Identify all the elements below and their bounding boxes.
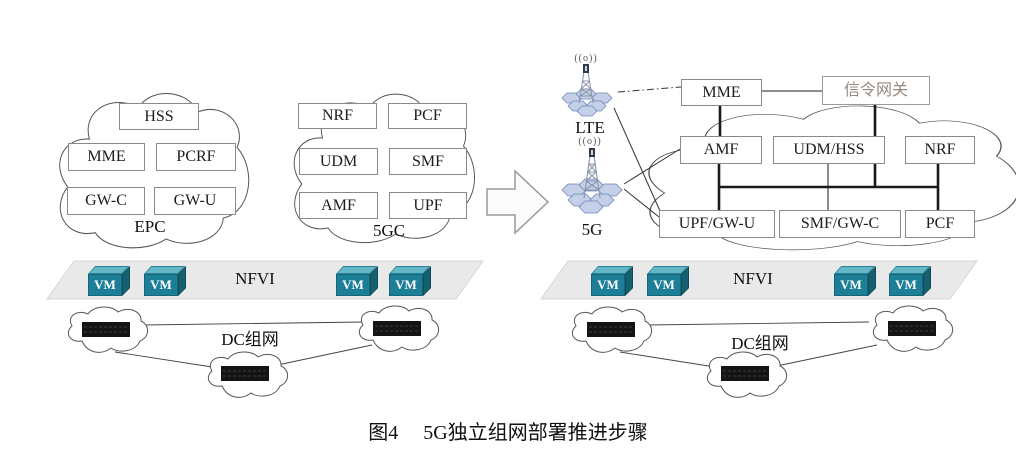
dc-links-right — [619, 321, 878, 368]
node-pcf: PCF — [905, 210, 975, 238]
node-amf-5gc: AMF — [299, 192, 378, 219]
fiveg-signal-icon: ((o)) — [578, 136, 602, 147]
vm-cube-front: VM — [336, 274, 370, 296]
vm-cube: VM — [889, 266, 931, 296]
node-mme-epc: MME — [68, 143, 145, 171]
vm-cube-front: VM — [144, 274, 178, 296]
fiveg-label: 5G — [581, 219, 603, 239]
vm-cube: VM — [389, 266, 431, 296]
dc-cloud-right-1 — [571, 306, 653, 353]
vm-cube-front: VM — [88, 274, 122, 296]
dc-cloud-left-3 — [207, 351, 289, 398]
node-upf-gwu: UPF/GW-U — [659, 210, 775, 238]
node-nrf: NRF — [905, 136, 975, 164]
dc-label-right: DC组网 — [731, 333, 789, 353]
node-smf-gwc: SMF/GW-C — [779, 210, 901, 238]
vm-cube: VM — [647, 266, 689, 296]
lte-label: LTE — [575, 117, 605, 137]
vm-cube: VM — [88, 266, 130, 296]
node-udm-hss: UDM/HSS — [773, 136, 885, 164]
vm-cube: VM — [144, 266, 186, 296]
lte-signal-icon: ((o)) — [574, 53, 598, 64]
dc-cloud-left-1 — [67, 306, 149, 353]
node-mme: MME — [681, 79, 762, 106]
vm-cube-front: VM — [389, 274, 423, 296]
node-gw-c: GW-C — [67, 187, 145, 215]
dc-links-left — [114, 321, 373, 368]
vm-cube-front: VM — [889, 274, 923, 296]
figure-caption: 图4 5G独立组网部署推进步骤 — [368, 422, 648, 444]
fiveg-tower-icon — [561, 148, 623, 214]
vm-cube: VM — [336, 266, 378, 296]
dc-label-left: DC组网 — [221, 329, 279, 349]
fivegc-label: 5GC — [372, 220, 406, 240]
vm-cube: VM — [591, 266, 633, 296]
node-upf: UPF — [389, 192, 467, 219]
node-pcrf: PCRF — [156, 143, 236, 171]
node-udm: UDM — [299, 148, 378, 175]
nfvi-label-right: NFVI — [733, 268, 773, 288]
vm-cube: VM — [834, 266, 876, 296]
transition-arrow-icon — [486, 169, 550, 235]
radio-core-links — [613, 86, 682, 218]
lte-tower-icon — [561, 64, 613, 117]
vm-cube-front: VM — [591, 274, 625, 296]
node-smf: SMF — [389, 148, 467, 175]
node-amf: AMF — [680, 136, 762, 164]
node-hss: HSS — [119, 103, 199, 130]
vm-cube-front: VM — [647, 274, 681, 296]
node-nrf-5gc: NRF — [298, 103, 377, 129]
dc-cloud-left-2 — [358, 305, 440, 352]
vm-cube-front: VM — [834, 274, 868, 296]
dc-cloud-right-3 — [706, 351, 788, 398]
node-pcf-5gc: PCF — [388, 103, 467, 129]
epc-label: EPC — [134, 216, 166, 236]
node-gw-u: GW-U — [154, 187, 236, 215]
nfvi-label-left: NFVI — [235, 268, 275, 288]
node-signaling-gateway: 信令网关 — [822, 76, 930, 105]
dc-cloud-right-2 — [872, 305, 954, 352]
